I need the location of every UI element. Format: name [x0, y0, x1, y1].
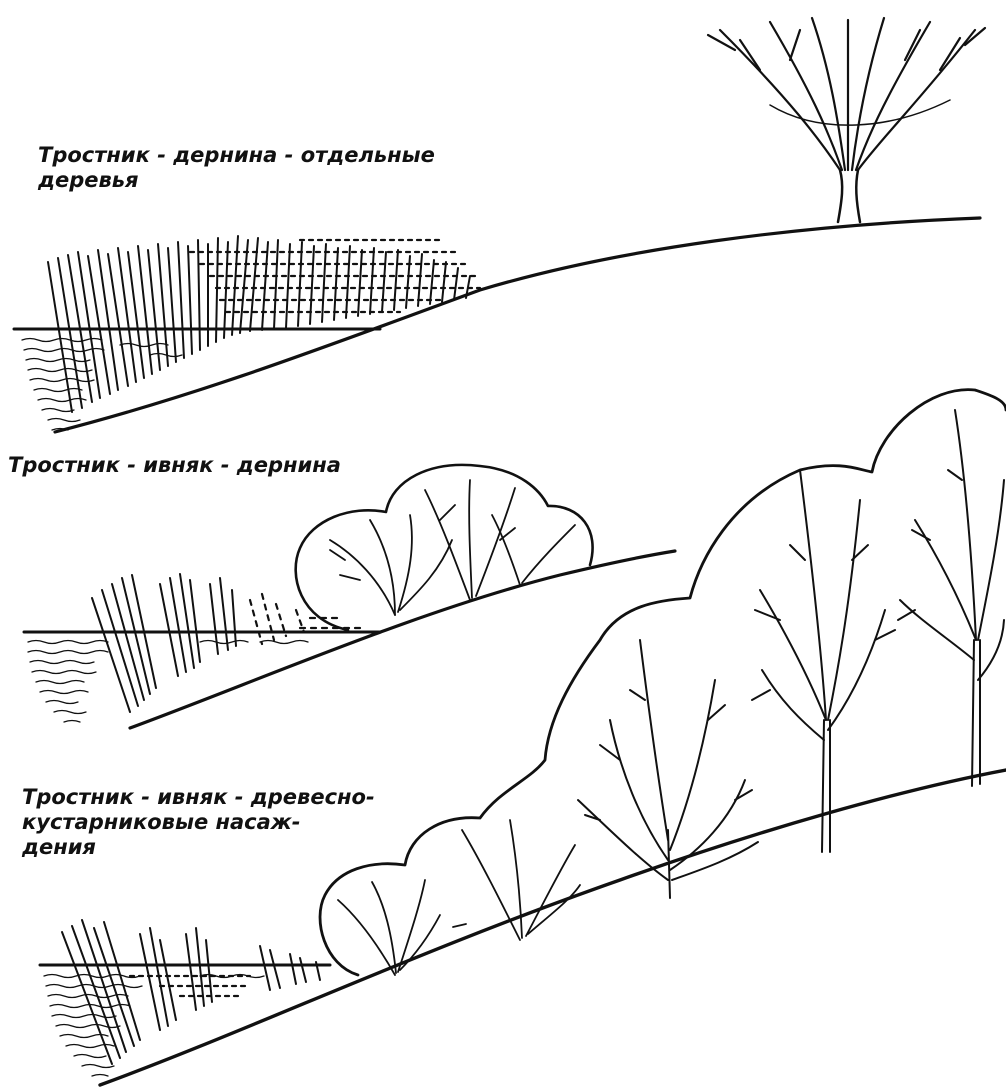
caption-line: Тростник - ивняк - древесно- [22, 785, 375, 810]
willow-branches [330, 480, 575, 615]
water-hatching [44, 975, 264, 1077]
caption-line: Тростник - ивняк - дернина [8, 453, 341, 478]
reed-stems [92, 574, 236, 712]
caption-line: кустарниковые насаж- [22, 810, 375, 835]
mature-tree [898, 410, 1004, 786]
caption-line: Тростник - дернина - отдельные [38, 143, 435, 168]
caption-line: дения [22, 835, 375, 860]
scene-1-caption: Тростник - дернина - отдельные деревья [38, 143, 435, 193]
scene-2-caption: Тростник - ивняк - дернина [8, 453, 341, 478]
turf-texture [130, 976, 250, 996]
solitary-tree [708, 18, 985, 222]
scene-2-reed-willow-turf [24, 465, 675, 728]
young-tree [578, 640, 758, 898]
water-hatching [28, 641, 308, 723]
scene-1-reed-turf-trees [14, 18, 985, 432]
caption-line: деревья [38, 168, 435, 193]
reed-stems [48, 236, 470, 412]
reed-stems [62, 920, 320, 1064]
slope-line [55, 218, 980, 432]
mature-tree [752, 470, 895, 852]
scene-3-reed-willow-forest [40, 390, 1006, 1085]
slope-line [130, 551, 675, 728]
scene-3-caption: Тростник - ивняк - древесно- кустарников… [22, 785, 375, 860]
